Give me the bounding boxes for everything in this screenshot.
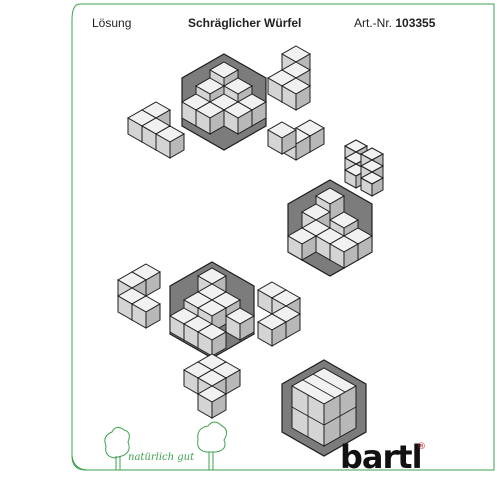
article-number-value: 103355 [395, 16, 436, 30]
puzzle-piece [267, 45, 311, 111]
puzzle-piece [183, 353, 241, 419]
puzzle-piece [257, 281, 301, 347]
solution-hexagon-1 [181, 53, 267, 151]
article-prefix: Art.-Nr. [354, 16, 392, 30]
puzzle-piece [344, 139, 384, 197]
page-title: Schräglicher Würfel [188, 16, 302, 30]
article-number: Art.-Nr. 103355 [354, 16, 435, 30]
solution-label: Lösung [92, 16, 132, 30]
tree-icon [104, 426, 130, 470]
assembled-cube [281, 359, 367, 457]
puzzle-piece [267, 119, 325, 161]
tagline: natürlich gut [128, 452, 195, 463]
solution-hexagon-2 [287, 179, 373, 277]
tree-icon [197, 421, 228, 470]
brand-logo: bartl [340, 438, 423, 476]
solution-hexagon-3 [169, 261, 255, 359]
puzzle-piece [127, 101, 185, 159]
puzzle-piece [117, 263, 161, 329]
brand-registered-mark: ® [417, 442, 426, 452]
